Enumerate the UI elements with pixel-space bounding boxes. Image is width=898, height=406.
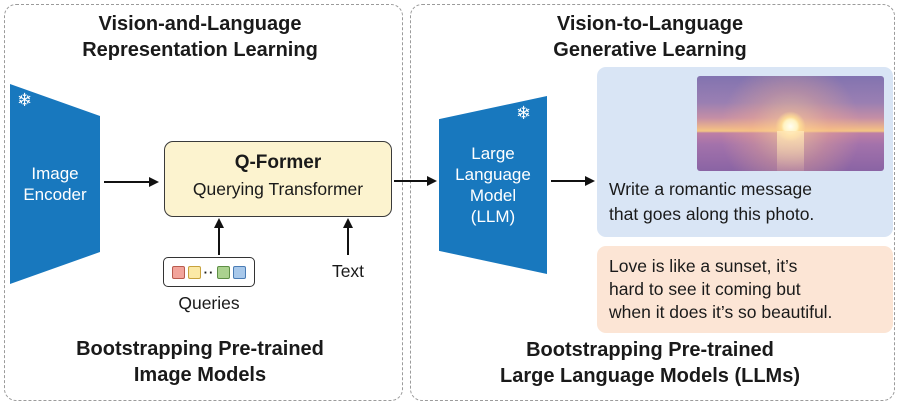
sunset-photo [697,76,884,171]
query-token-green [217,265,231,279]
response-box: Love is like a sunset, it’s hard to see … [597,246,893,333]
prompt-box: Write a romantic message that goes along… [597,67,893,237]
arrow-text-to-qformer [347,227,350,255]
left-panel-footer: Bootstrapping Pre-trained Image Models [76,338,324,386]
snowflake-icon: ❄ [17,90,33,110]
query-token-red [171,265,185,279]
arrow-queries-to-qformer [218,227,221,255]
response-text: Love is like a sunset, it’s hard to see … [609,256,833,322]
right-panel-border [410,4,895,401]
right-panel-footer: Bootstrapping Pre-trained Large Language… [499,339,801,387]
arrow-qformer-to-llm [394,180,428,183]
qformer-title: Q-Former [234,152,322,173]
query-tokens: ·· [163,257,255,287]
arrow-llm-to-prompt [551,180,586,183]
right-panel-title: Vision-to-Language Generative Learning [553,13,747,61]
llm-label: Large Language Model (LLM) [455,144,531,226]
left-panel-title: Vision-and-Language Representation Learn… [82,13,318,61]
query-token-blue [233,265,247,279]
text-label: Text [331,261,365,281]
queries-label: Queries [178,293,240,313]
llm-block: Large Language Model (LLM) [439,96,547,274]
qformer-subtitle: Querying Transformer [192,179,364,199]
snowflake-icon: ❄ [516,103,532,123]
left-panel-border [4,4,403,401]
query-token-yellow [187,265,201,279]
arrow-encoder-to-qformer [104,181,150,184]
image-encoder-block: Image Encoder [10,84,100,284]
prompt-text: Write a romantic message that goes along… [609,179,815,224]
query-token-dots: ·· [203,264,215,280]
qformer-block: Q-Former Querying Transformer [164,141,392,217]
image-encoder-label: Image Encoder [23,164,87,204]
